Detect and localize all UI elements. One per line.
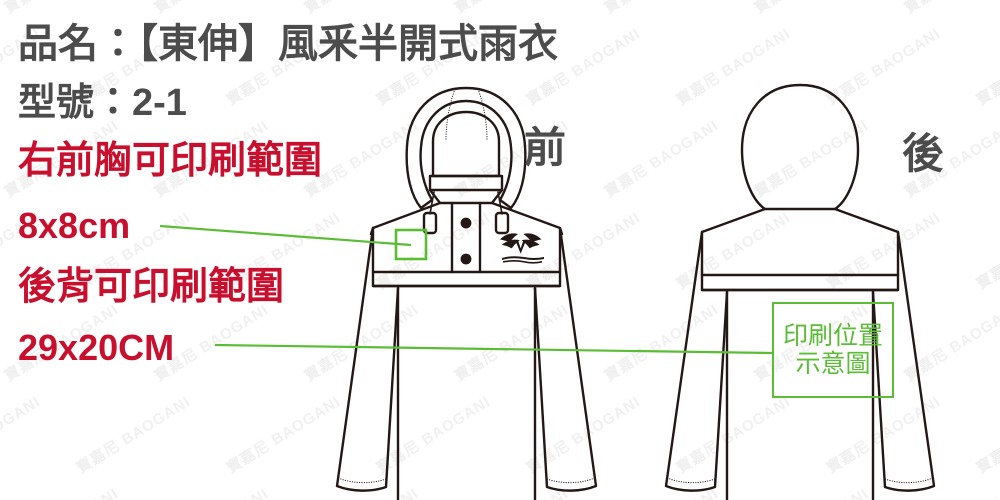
product-model-line: 型號：2-1 [18,82,187,124]
back-print-label: 後背可印刷範圍 [18,266,285,308]
leader-line-chest [159,224,412,247]
front-cuff-stitch-left [337,477,387,484]
front-placket [450,201,482,274]
drawcord-right [497,191,503,215]
back-print-area-callout[interactable]: 印刷位置 示意圖 [772,302,894,398]
front-cuff-stitch-right [546,477,596,484]
back-view-jacket [214,83,936,500]
front-sleeve-left [335,226,400,492]
chest-print-label: 右前胸可印刷範圍 [18,140,323,182]
back-view-label: 後 [902,130,945,177]
back-print-size: 29x20CM [18,327,175,368]
back-sleeve-left [664,230,729,492]
brand-logo-wordmark [502,256,544,264]
brand-logo-emblem [500,233,542,254]
back-cuff-stitch-left [666,477,716,484]
callout-line-1: 印刷位置 [782,322,883,350]
hood-seam-stitch-right [477,88,488,141]
back-hood-outline [740,83,860,211]
front-collar [428,188,504,205]
placket-button-top [460,217,472,229]
chest-print-size: 8x8cm [18,205,131,246]
front-view-jacket [159,86,598,500]
front-sleeve-right [533,226,598,492]
callout-line-2: 示意圖 [795,350,871,378]
hood-face-opening [431,110,501,178]
hood-outer-shape [405,86,527,210]
back-cuff-stitch-right [884,477,934,484]
back-body-outline [700,207,900,292]
hood-inner-band [428,174,504,192]
drawcord-left [429,191,435,215]
product-name-line: 品名：【東伸】風釆半開式雨衣 [18,22,558,66]
leader-line-back [214,343,773,355]
cord-toggle-right [494,211,510,235]
back-sleeve-right [871,230,936,492]
hood-seam-stitch-left [445,88,456,141]
placket-button-bottom [460,253,472,265]
front-view-label: 前 [524,124,567,171]
cord-toggle-left [422,211,438,235]
